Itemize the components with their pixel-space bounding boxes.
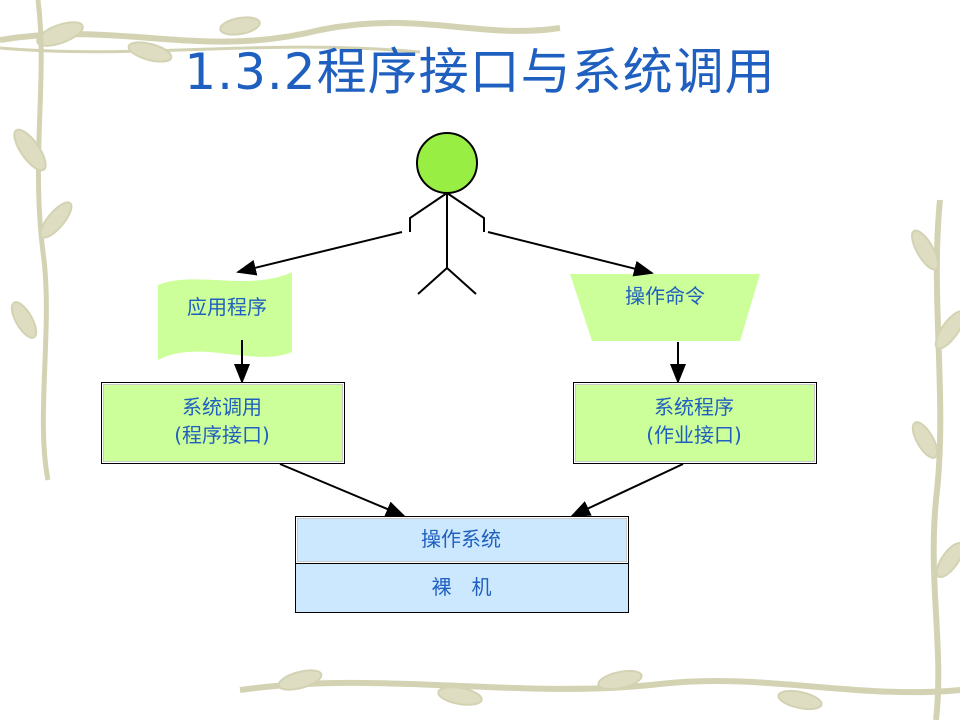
bare-machine-label: 裸 机 [431,575,492,599]
system-call-box: 系统调用 (程序接口) [101,382,345,464]
operation-command-shape [570,274,760,341]
arrow-syscall-to-os [279,463,406,517]
system-call-label: 系统调用 (程序接口) [174,395,270,447]
operation-command-label: 操作命令 [625,284,705,308]
slide-title: 1.3.2程序接口与系统调用 [184,43,776,101]
arrow-user-to-command [487,231,654,277]
user-figure-icon [409,132,485,295]
operating-system-box: 操作系统 [295,516,629,564]
arrow-sysprog-to-os [570,463,684,517]
app-program-shape [158,272,292,360]
operating-system-label: 操作系统 [421,527,501,551]
system-program-box: 系统程序 (作业接口) [573,382,817,464]
app-program-label: 应用程序 [187,295,267,319]
system-program-label: 系统程序 (作业接口) [646,395,742,447]
bare-machine-box: 裸 机 [295,563,629,613]
arrow-user-to-app [236,231,403,276]
